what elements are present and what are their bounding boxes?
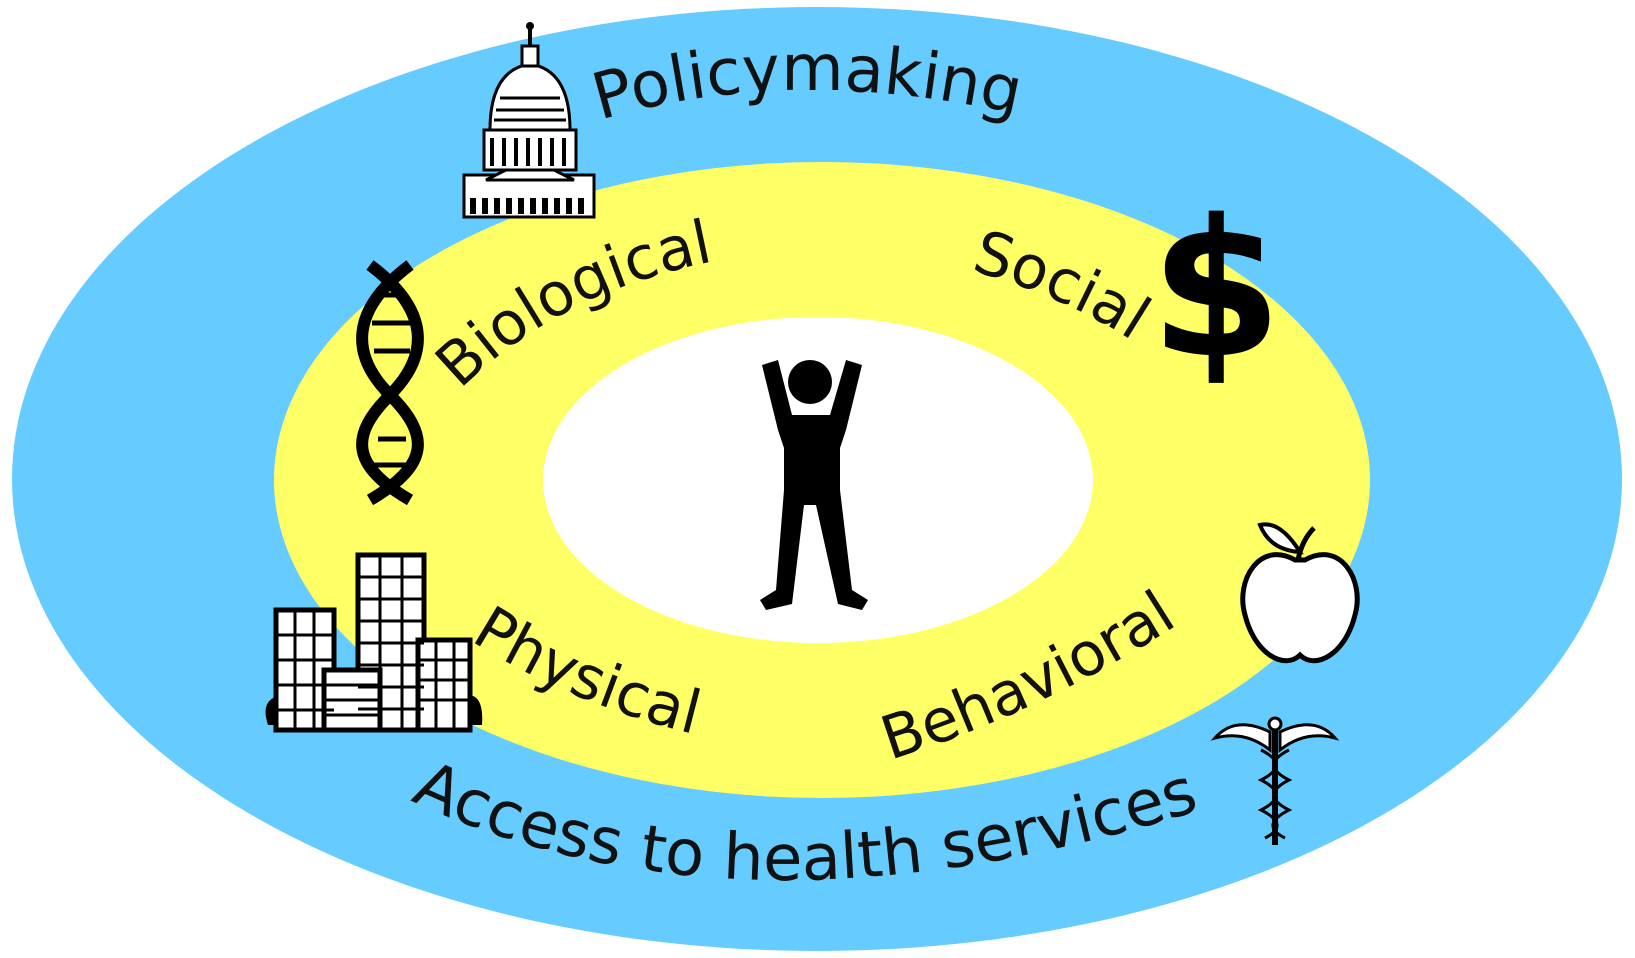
caduceus-icon bbox=[1210, 716, 1340, 845]
city-buildings-icon bbox=[265, 552, 483, 733]
svg-text:$: $ bbox=[1150, 179, 1282, 400]
dna-helix-icon bbox=[356, 260, 424, 506]
person-figure-icon bbox=[760, 360, 868, 610]
apple-icon bbox=[1240, 522, 1360, 664]
capitol-building-icon bbox=[462, 22, 596, 219]
dollar-sign-icon: $ bbox=[1150, 179, 1282, 400]
